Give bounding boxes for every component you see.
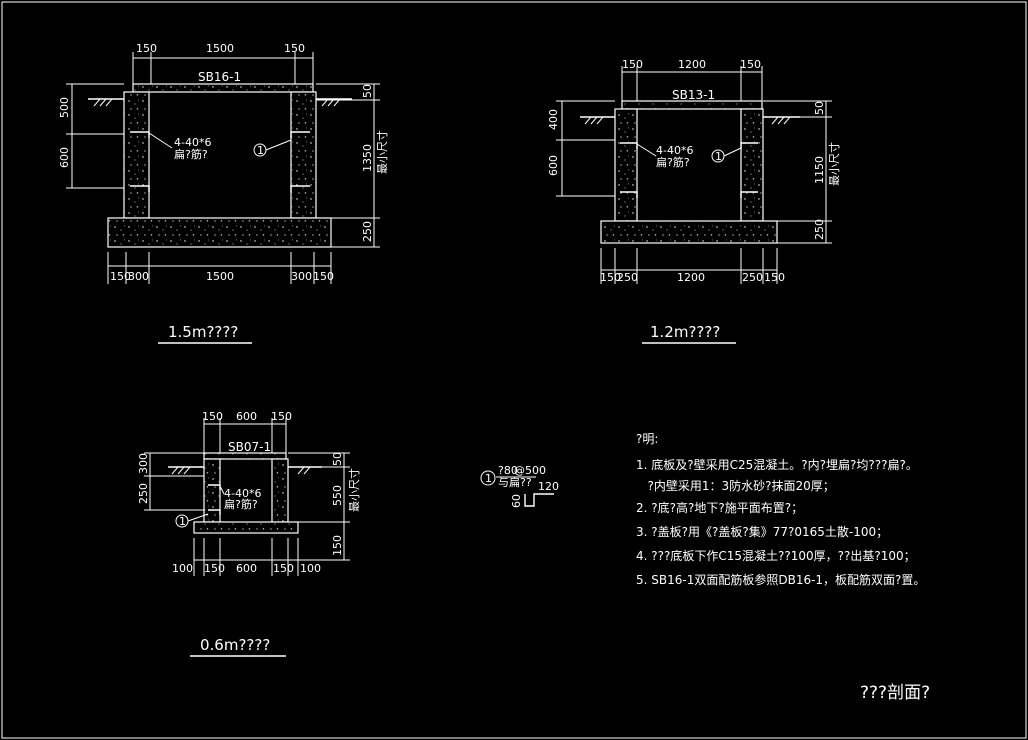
base-slab	[600, 220, 778, 244]
note-item: 5. SB16-1双面配筋板参照DB16-1，板配筋双面?置。	[636, 572, 925, 587]
svg-text:150: 150	[313, 270, 334, 283]
svg-text:250: 250	[742, 271, 763, 284]
notes-heading: ?明:	[636, 432, 658, 446]
svg-text:600: 600	[236, 562, 257, 575]
svg-text:50: 50	[331, 452, 344, 466]
section-c: SB07-1 4-40*6 扁?筋? 1 150 600 150 100 150…	[137, 410, 361, 657]
svg-text:550: 550	[331, 485, 344, 506]
note-item: 3. ?盖板?用《?盖板?集》77?0165土散-100；	[636, 524, 888, 539]
detail-1: 1 ?80 @500 与扁?? 60 120	[480, 464, 559, 508]
svg-text:150: 150	[331, 535, 344, 556]
drawing-title: ???剖面?	[860, 683, 930, 703]
svg-text:150: 150	[202, 410, 223, 423]
svg-text:1350: 1350	[361, 144, 374, 172]
svg-text:最小尺寸: 最小尺寸	[347, 468, 361, 512]
rebar-label: 4-40*6	[224, 487, 261, 500]
cover-slab	[621, 100, 763, 110]
rebar-sub: 扁?筋?	[224, 497, 258, 511]
svg-text:1150: 1150	[813, 156, 826, 184]
right-wall	[740, 108, 764, 222]
detail-label3: 与扁??	[498, 476, 532, 489]
section-title: 1.2m????	[650, 323, 720, 341]
svg-text:150: 150	[271, 410, 292, 423]
svg-text:150: 150	[622, 58, 643, 71]
svg-text:150: 150	[273, 562, 294, 575]
svg-text:600: 600	[547, 155, 560, 176]
svg-text:150: 150	[284, 42, 305, 55]
left-wall	[614, 108, 638, 222]
base-slab	[193, 521, 299, 534]
cover-label: SB16-1	[198, 70, 241, 84]
marker: 1	[715, 150, 722, 163]
left-wall	[203, 458, 221, 523]
svg-text:250: 250	[617, 271, 638, 284]
note-item: 2. ?底?高?地下?施平面布置?；	[636, 500, 803, 515]
detail-dim-h: 120	[538, 480, 559, 493]
svg-text:300: 300	[128, 270, 149, 283]
marker: 1	[179, 515, 186, 528]
svg-text:250: 250	[813, 219, 826, 240]
inner-chamber	[148, 91, 292, 219]
right-wall	[290, 91, 317, 219]
notes: ?明: 1. 底板及?壁采用C25混凝土。?内?埋扁?均???扁?。 ?内壁采用…	[636, 432, 925, 587]
svg-text:50: 50	[813, 101, 826, 115]
svg-text:300: 300	[137, 453, 150, 474]
rebar-label: 4-40*6	[656, 144, 693, 157]
left-wall	[123, 91, 150, 219]
svg-text:1200: 1200	[677, 271, 705, 284]
svg-text:150: 150	[740, 58, 761, 71]
note-item: 1. 底板及?壁采用C25混凝土。?内?埋扁?均???扁?。	[636, 457, 918, 472]
svg-text:1200: 1200	[678, 58, 706, 71]
section-title: 1.5m????	[168, 323, 238, 341]
svg-text:600: 600	[58, 147, 71, 168]
rebar-sub: 扁?筋?	[656, 155, 690, 169]
svg-text:150: 150	[204, 562, 225, 575]
svg-text:400: 400	[547, 109, 560, 130]
marker: 1	[257, 144, 264, 157]
detail-marker: 1	[485, 472, 492, 485]
base-slab	[107, 217, 332, 248]
svg-text:100: 100	[300, 562, 321, 575]
cover-slab	[132, 83, 314, 93]
inner-chamber	[636, 108, 742, 222]
svg-text:50: 50	[361, 84, 374, 98]
cover-label: SB13-1	[672, 88, 715, 102]
cover-label: SB07-1	[228, 440, 271, 454]
section-a: SB16-1 4-40*6 扁?筋? 1 150 1500 150	[58, 42, 389, 344]
svg-text:150: 150	[110, 270, 131, 283]
detail-label1: ?80	[498, 464, 518, 477]
right-wall	[271, 458, 289, 523]
section-title: 0.6m????	[200, 636, 270, 654]
svg-text:150: 150	[764, 271, 785, 284]
rebar-sub: 扁?筋?	[174, 147, 208, 161]
svg-text:1500: 1500	[206, 270, 234, 283]
svg-text:100: 100	[172, 562, 193, 575]
svg-text:150: 150	[136, 42, 157, 55]
svg-text:300: 300	[291, 270, 312, 283]
svg-text:250: 250	[137, 483, 150, 504]
svg-text:最小尺寸: 最小尺寸	[375, 130, 389, 174]
rebar-label: 4-40*6	[174, 136, 211, 149]
inner-chamber	[219, 458, 273, 523]
svg-text:600: 600	[236, 410, 257, 423]
svg-text:最小尺寸: 最小尺寸	[827, 142, 841, 186]
svg-text:1500: 1500	[206, 42, 234, 55]
detail-dim-v: 60	[510, 494, 523, 508]
svg-text:500: 500	[58, 97, 71, 118]
svg-text:250: 250	[361, 221, 374, 242]
section-b: SB13-1 4-40*6 扁?筋? 1 150 1200 150 150 25…	[547, 58, 841, 344]
note-item: 4. ???底板下作C15混凝土??100厚，??出基?100；	[636, 548, 916, 563]
note-item: ?内壁采用1：3防水砂?抹面20厚；	[636, 478, 835, 493]
detail-label2: @500	[514, 464, 546, 477]
svg-text:150: 150	[600, 271, 621, 284]
